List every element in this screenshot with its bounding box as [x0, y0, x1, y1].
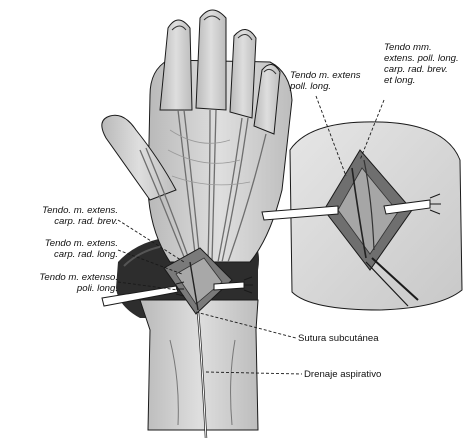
inset-detail	[261, 121, 463, 311]
label-line: poli. long.	[76, 283, 118, 294]
label-tendo-carp-rad-long: Tendo m. extens. carp. rad. long.	[10, 238, 118, 260]
label-sutura-subcutanea: Sutura subcutánea	[298, 333, 379, 344]
incision	[163, 247, 233, 315]
fingernails	[171, 15, 277, 75]
drain-tube	[196, 311, 208, 439]
label-line: Tendo mm.	[384, 42, 432, 53]
label-tendo-extenso-poll-long: Tendo m. extenso. poli. long.	[10, 272, 118, 294]
label-line: poll. long.	[290, 81, 332, 92]
tendons	[139, 109, 267, 263]
label-line: Tendo m. extenso.	[39, 272, 118, 283]
label-line: carp. rad. brev.	[384, 64, 448, 75]
label-line: Tendo. m. extens.	[42, 205, 118, 216]
thumb	[101, 114, 177, 201]
label-tendo-carp-rad-brev: Tendo. m. extens. carp. rad. brev.	[10, 205, 118, 227]
label-line: carp. rad. brev.	[54, 216, 118, 227]
label-line: extens. poll. long.	[384, 53, 459, 64]
leader-lines	[117, 95, 385, 375]
label-drenaje-aspirativo: Drenaje aspirativo	[304, 369, 382, 380]
label-tendo-extens-poll-long: Tendo m. extens poll. long.	[290, 70, 361, 92]
fingers	[159, 9, 281, 135]
label-line: Tendo m. extens	[290, 70, 361, 81]
label-tendo-mm-extens: Tendo mm. extens. poll. long. carp. rad.…	[384, 42, 459, 86]
forearm	[139, 299, 259, 431]
tendon-shading	[167, 129, 251, 186]
label-line: Tendo m. extens.	[44, 238, 118, 249]
label-line: et long.	[384, 75, 416, 86]
retractor-right	[213, 276, 253, 294]
retractor-left	[101, 281, 185, 307]
label-line: carp. rad. long.	[54, 249, 118, 260]
